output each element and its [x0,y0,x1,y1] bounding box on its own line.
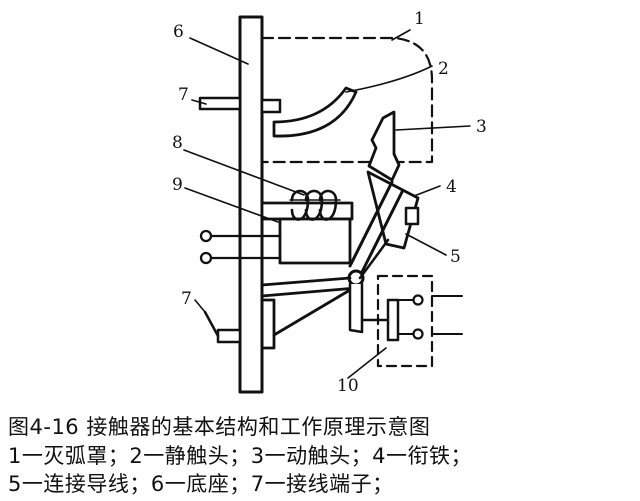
label-1-arc-chute: 1 [414,9,425,29]
label-7-upper-terminal: 7 [178,85,189,105]
aux-moving-bar [386,298,400,342]
label-9-core: 9 [172,175,183,195]
coil [289,189,341,221]
connecting-wire [358,238,390,280]
coil-terminal-lower [199,251,213,265]
contactor-diagram: 1 2 3 4 5 6 7 7 8 9 10 [172,9,487,396]
label-10-aux-contacts: 10 [337,376,359,396]
figure-caption-title: 图4-16 接触器的基本结构和工作原理示意图 [8,415,431,439]
label-6-base: 6 [173,22,184,42]
figure-caption-legend-line-1: 1一灭弧罩；2一静触头；3一动触头；4一衔铁； [8,444,472,468]
base-plate [238,15,264,394]
upper-terminal [198,96,242,111]
figure-caption-legend-line-2: 5一连接导线；6一底座；7一接线端子； [8,472,394,496]
coil-terminal-upper [199,229,213,243]
aux-contacts-outline [376,274,434,368]
arc-chute-outline [260,36,434,164]
magnet-yoke [278,217,352,265]
label-4-armature: 4 [446,177,457,197]
label-8-coil: 8 [172,133,183,153]
label-3-moving-contact: 3 [476,117,487,137]
label-2-static-contact: 2 [438,59,449,79]
upper-terminal-nut [260,98,282,114]
lower-bracket [260,276,358,350]
aux-stem [348,282,364,334]
static-contact [272,86,358,138]
lower-terminal [216,328,242,344]
label-7-lower-terminal: 7 [181,289,192,309]
armature-screw [404,206,420,226]
moving-contact [367,110,401,182]
label-5-connecting-wire: 5 [450,247,461,267]
